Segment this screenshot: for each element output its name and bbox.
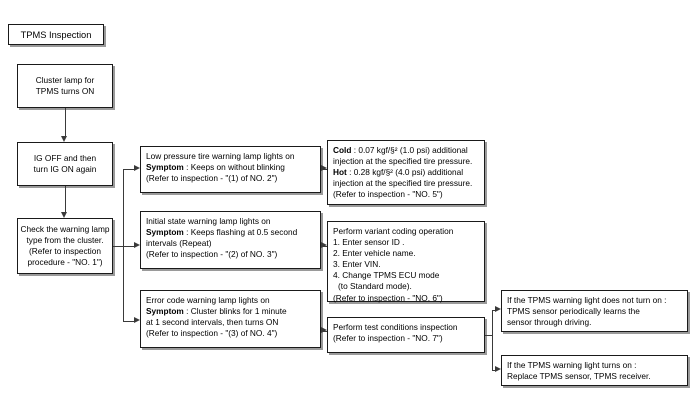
connector-trunk-to-light-off xyxy=(492,310,497,311)
arrow-trunk-to-low-pressure xyxy=(134,165,140,172)
initial-state-ref: (Refer to inspection - "(2) of NO. 3") xyxy=(146,249,278,260)
arrow-cluster-to-ig xyxy=(61,136,68,142)
error-code-ref: (Refer to inspection - "(3) of NO. 4") xyxy=(146,328,278,339)
variant-coding-ref: (Refer to inspection - "NO. 6") xyxy=(333,292,443,303)
connector-branch-trunk xyxy=(123,169,124,321)
initial-state-symptom-label: Symptom xyxy=(146,227,184,238)
initial-state-line-3: intervals (Repeat) xyxy=(146,238,212,249)
error-code-symptom-label: Symptom xyxy=(146,306,184,317)
connector-trunk-to-initial-state xyxy=(123,246,134,247)
ig-cycle-line-1: IG OFF and then xyxy=(33,152,97,163)
check-lamp-line-3: (Refer to inspection xyxy=(29,246,101,256)
pressure-spec-hot-text: : 0.28 kgf/§² (4.0 psi) additional xyxy=(346,167,464,178)
cluster-lamp-line-1: Cluster lamp for xyxy=(35,74,95,85)
low-pressure-symptom-label: Symptom xyxy=(146,162,184,173)
variant-coding-heading: Perform variant coding operation xyxy=(333,226,454,236)
node-initial-state-symptom: Initial state warning lamp lights on Sym… xyxy=(140,211,321,269)
connector-trunk-to-error-code xyxy=(123,321,134,322)
error-code-symptom-text: : Cluster blinks for 1 minute xyxy=(183,306,287,317)
variant-coding-step-3: 3. Enter VIN. xyxy=(333,259,381,270)
arrow-ig-to-check xyxy=(61,212,68,218)
connector-ig-to-check xyxy=(65,186,66,212)
node-light-on-result: If the TPMS warning light turns on : Rep… xyxy=(501,355,688,386)
initial-state-symptom-text: : Keeps flashing at 0.5 second xyxy=(183,227,298,238)
variant-coding-substep: (to Standard mode). xyxy=(338,281,412,292)
pressure-spec-cold-label: Cold xyxy=(333,145,352,155)
cluster-lamp-line-2: TPMS turns ON xyxy=(35,86,95,96)
light-on-line-1: If the TPMS warning light turns on : xyxy=(507,360,637,370)
low-pressure-symptom-text: : Keeps on without blinking xyxy=(183,162,285,173)
node-test-conditions: Perform test conditions inspection (Refe… xyxy=(327,317,485,353)
arrow-trunk-to-light-off xyxy=(495,306,501,313)
ig-cycle-line-2: turn IG ON again xyxy=(33,164,97,174)
connector-trunk-to-low-pressure xyxy=(123,169,134,170)
check-lamp-line-1: Check the warning lamp xyxy=(20,223,110,234)
arrow-trunk-to-error-code xyxy=(134,317,140,324)
pressure-spec-hot-label: Hot xyxy=(333,167,347,178)
pressure-spec-hot-line-2: injection at the specified tire pressure… xyxy=(333,178,473,189)
diagram-title-box: TPMS Inspection xyxy=(8,24,104,45)
node-ig-cycle: IG OFF and then turn IG ON again xyxy=(17,142,113,186)
variant-coding-step-2: 2. Enter vehicle name. xyxy=(333,248,416,259)
connector-cluster-to-ig xyxy=(65,108,66,136)
node-cluster-lamp: Cluster lamp for TPMS turns ON xyxy=(17,64,113,108)
diagram-title-label: TPMS Inspection xyxy=(20,29,92,40)
arrow-low-pressure-to-spec xyxy=(321,165,327,172)
error-code-line-3: at 1 second intervals, then turns ON xyxy=(146,317,279,328)
node-variant-coding: Perform variant coding operation 1. Ente… xyxy=(327,221,485,303)
arrow-trunk-to-initial-state xyxy=(134,242,140,249)
light-off-line-2: TPMS sensor periodically learns the xyxy=(507,306,640,317)
pressure-spec-cold-text: : 0.07 kgf/§² (1.0 psi) additional xyxy=(351,145,468,155)
test-conditions-ref: (Refer to inspection - "NO. 7") xyxy=(333,333,443,344)
node-light-off-result: If the TPMS warning light does not turn … xyxy=(501,290,688,332)
light-off-line-3: sensor through driving. xyxy=(507,317,592,328)
variant-coding-step-4: 4. Change TPMS ECU mode xyxy=(333,270,440,281)
arrow-trunk-to-light-on xyxy=(495,366,501,373)
low-pressure-line-1: Low pressure tire warning lamp lights on xyxy=(146,151,295,161)
initial-state-line-1: Initial state warning lamp lights on xyxy=(146,216,271,226)
arrow-initial-state-to-variant xyxy=(321,242,327,249)
arrow-error-code-to-test xyxy=(321,327,327,334)
connector-trunk-to-light-on xyxy=(492,370,497,371)
connector-test-to-result-trunk xyxy=(485,335,493,336)
node-error-code-symptom: Error code warning lamp lights on Sympto… xyxy=(140,290,321,348)
pressure-spec-cold-line-2: injection at the specified tire pressure… xyxy=(333,156,473,167)
check-lamp-line-2: type from the cluster. xyxy=(26,234,104,245)
test-conditions-heading: Perform test conditions inspection xyxy=(333,322,458,332)
node-pressure-spec: Cold : 0.07 kgf/§² (1.0 psi) additional … xyxy=(327,140,485,205)
low-pressure-ref: (Refer to inspection - "(1) of NO. 2") xyxy=(146,173,278,184)
light-on-line-2: Replace TPMS sensor, TPMS receiver. xyxy=(507,371,651,382)
node-check-lamp-type: Check the warning lamp type from the clu… xyxy=(17,218,113,274)
error-code-line-1: Error code warning lamp lights on xyxy=(146,295,270,305)
variant-coding-step-1: 1. Enter sensor ID . xyxy=(333,237,405,248)
node-low-pressure-symptom: Low pressure tire warning lamp lights on… xyxy=(140,146,321,193)
connector-result-trunk xyxy=(492,310,493,370)
check-lamp-line-4: procedure - "NO. 1") xyxy=(27,257,103,268)
connector-check-to-trunk xyxy=(113,246,124,247)
pressure-spec-ref: (Refer to inspection - "NO. 5") xyxy=(333,189,443,200)
light-off-line-1: If the TPMS warning light does not turn … xyxy=(507,295,667,305)
